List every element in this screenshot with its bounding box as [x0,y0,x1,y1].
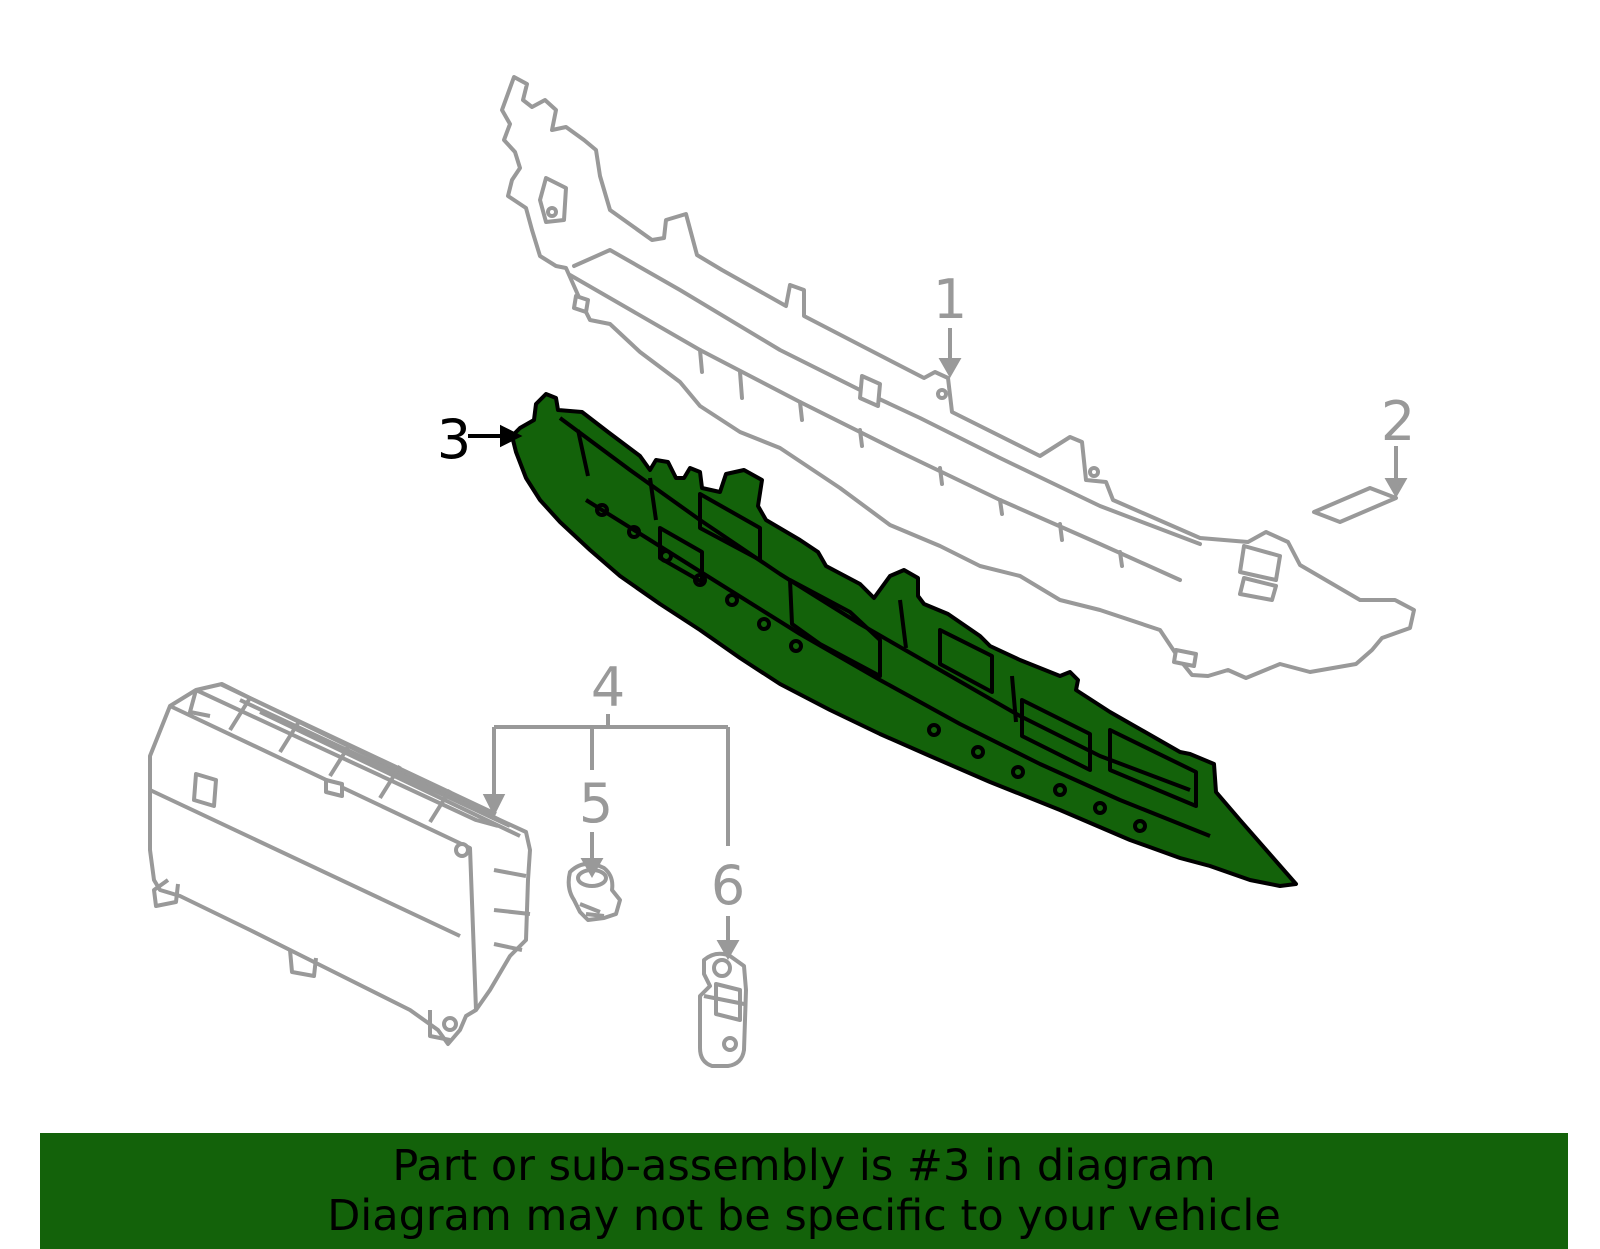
callout-4: 4 [591,656,625,719]
callout-1: 1 [933,268,967,331]
callout-5: 5 [579,772,613,835]
callout-3: 3 [437,408,471,471]
leader-line-3 [468,424,523,448]
part-3-highlighted-bracket[interactable] [510,392,1298,888]
part-6-fastener[interactable] [698,951,748,1068]
banner-line-2: Diagram may not be specific to your vehi… [327,1191,1281,1241]
part-1-bracket[interactable] [500,75,1416,680]
info-banner-background [40,1133,1568,1249]
callout-2: 2 [1381,390,1415,453]
callout-6: 6 [711,854,745,917]
leader-lines [482,328,1408,961]
banner-line-1: Part or sub-assembly is #3 in diagram [392,1141,1216,1191]
info-banner: Part or sub-assembly is #3 in diagram Di… [40,1133,1568,1249]
part-4-module[interactable] [148,682,532,1046]
part-2-pad[interactable] [1312,486,1398,524]
